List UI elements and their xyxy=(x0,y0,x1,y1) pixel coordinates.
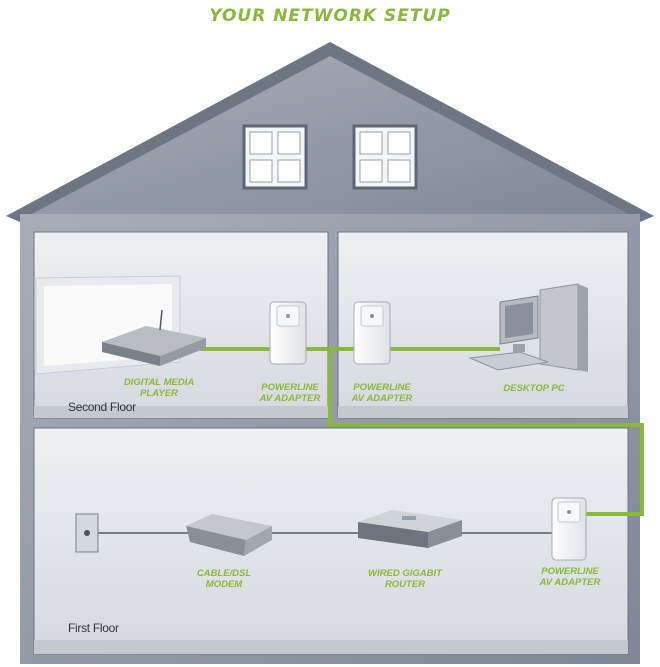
floor-shade-left xyxy=(34,406,328,418)
gable-wall xyxy=(24,56,636,218)
label-wired-gigabit-router: WIRED GIGABIT ROUTER xyxy=(368,568,442,590)
diagram-title: YOUR NETWORK SETUP xyxy=(209,6,451,26)
wired-gigabit-router-device xyxy=(358,510,462,548)
digital-media-player-device xyxy=(102,309,206,366)
wall-outlet xyxy=(75,513,99,553)
label-powerline-adapter-b: POWERLINE AV ADAPTER xyxy=(351,382,413,404)
powerline-adapter-c-device xyxy=(551,497,587,561)
floor-shade-right xyxy=(338,406,628,418)
label-digital-media-player: DIGITAL MEDIA PLAYER xyxy=(123,377,195,399)
powerline-adapter-a-device xyxy=(269,301,307,365)
powerline-cables xyxy=(200,347,644,516)
desktop-pc-device xyxy=(468,283,588,372)
floor-shade-first xyxy=(34,640,628,654)
attic-window-right xyxy=(352,124,418,190)
room-first xyxy=(33,427,629,655)
label-powerline-adapter-a: POWERLINE AV ADAPTER xyxy=(259,382,321,404)
cable-dsl-modem-device xyxy=(186,514,272,556)
powerline-adapter-b-device xyxy=(353,301,391,365)
floor-label-second: Second Floor xyxy=(68,400,136,414)
attic-window-left xyxy=(242,124,308,190)
label-cable-dsl-modem: CABLE/DSL MODEM xyxy=(196,568,252,590)
floor-label-first: First Floor xyxy=(68,621,119,635)
label-powerline-adapter-c: POWERLINE AV ADAPTER xyxy=(539,566,601,588)
label-desktop-pc: DESKTOP PC xyxy=(503,383,565,394)
